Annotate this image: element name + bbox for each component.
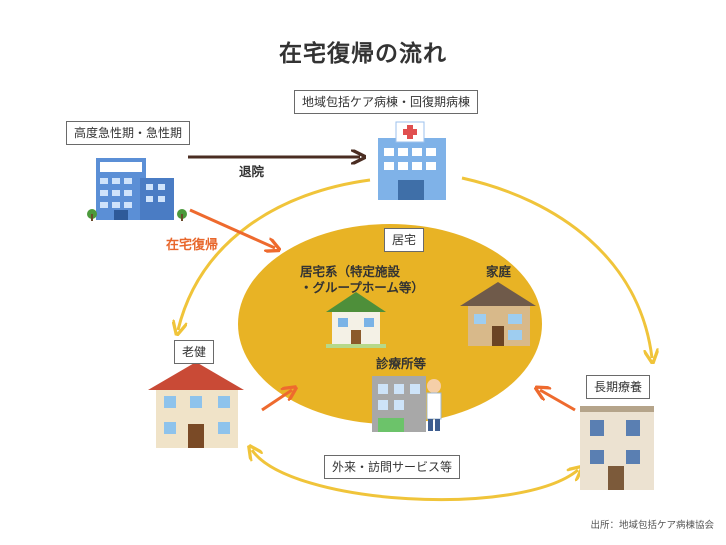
family-home-label: 家庭 [486, 264, 512, 279]
longterm-box: 長期療養 [586, 375, 651, 399]
discharge-label: 退院 [239, 164, 265, 179]
return-home-label: 在宅復帰 [166, 238, 219, 253]
residence-label-line2: ・グループホーム等） [300, 280, 424, 295]
longterm-building-icon [580, 406, 654, 490]
home-area-box: 居宅 [384, 228, 425, 252]
outpatient-box: 外来・訪問サービス等 [324, 455, 461, 479]
arrow-acute-to-home [189, 208, 275, 248]
arrow-community-to-longterm [461, 176, 652, 358]
family-home-icon [460, 282, 536, 346]
source-credit: 出所：地域包括ケア病棟協会 [590, 520, 714, 531]
acute-hospital-icon [87, 158, 187, 221]
clinic-label: 診療所等 [376, 356, 427, 371]
community-ward-box: 地域包括ケア病棟・回復期病棟 [294, 90, 479, 114]
community-hospital-icon [378, 121, 446, 200]
rouken-building-icon [148, 362, 244, 448]
residence-label-line1: 居宅系（特定施設 [300, 264, 401, 279]
home-area-ellipse [238, 224, 542, 424]
acute-care-box: 高度急性期・急性期 [66, 121, 191, 145]
arrow-rouken-to-home [261, 390, 292, 412]
arrow-rouken-longterm-cycle [252, 450, 578, 502]
arrow-community-to-rouken [178, 178, 371, 330]
clinic-icon [372, 376, 442, 432]
rouken-box: 老健 [174, 340, 215, 364]
group-home-icon [326, 292, 386, 348]
arrow-longterm-to-home [540, 390, 576, 412]
page-title: 在宅復帰の流れ [279, 41, 447, 67]
